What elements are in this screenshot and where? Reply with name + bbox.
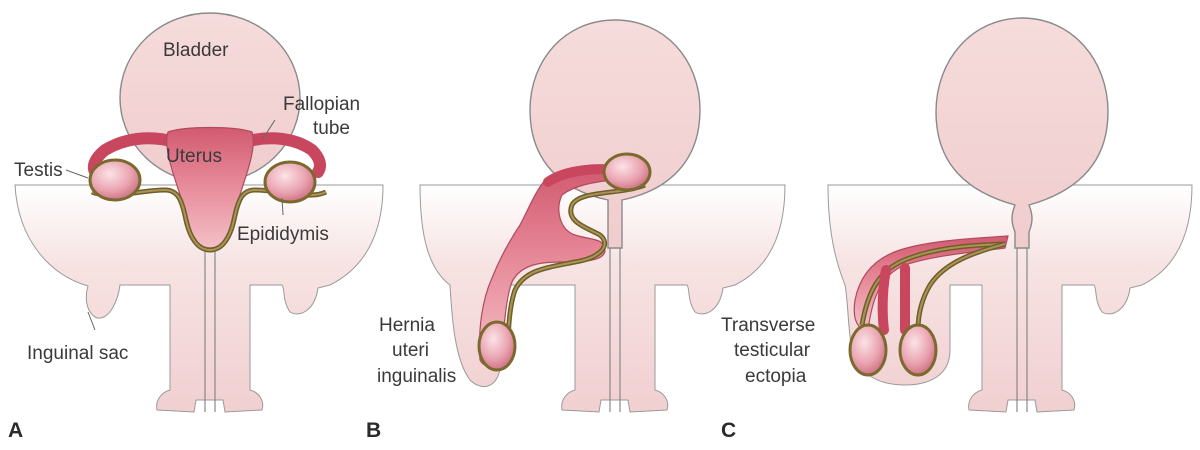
panel-c: Transverse testicular ectopia C xyxy=(721,17,1193,442)
panel-b: Hernia uteri inguinalis B xyxy=(366,19,786,442)
ectopic-organ xyxy=(853,235,1009,331)
pelvis-body xyxy=(419,184,786,413)
testis-right xyxy=(898,323,938,377)
panel-letter-c: C xyxy=(721,419,736,442)
bladder xyxy=(529,19,701,249)
panel-letter-a: A xyxy=(8,419,23,442)
testis-right xyxy=(263,160,317,204)
label-hernia-3: inguinalis xyxy=(377,366,456,387)
testis-upper xyxy=(602,152,652,192)
pelvis-body xyxy=(14,184,384,413)
urethra xyxy=(609,248,621,412)
urethra xyxy=(204,248,216,412)
panel-letter-b: B xyxy=(366,419,381,442)
label-fallopian-1: Fallopian xyxy=(283,94,360,115)
label-ectopia-2: testicular xyxy=(734,340,811,361)
label-epididymis: Epididymis xyxy=(237,224,329,245)
label-inguinal-sac: Inguinal sac xyxy=(27,343,128,364)
label-hernia-2: uteri xyxy=(392,340,429,361)
label-hernia-1: Hernia xyxy=(379,315,435,336)
label-fallopian-2: tube xyxy=(313,118,350,139)
panel-a: Bladder Fallopian tube Uterus Testis Epi… xyxy=(8,12,384,442)
urethra xyxy=(1016,248,1028,412)
label-testis: Testis xyxy=(14,160,63,181)
testis-lower xyxy=(477,320,517,372)
label-ectopia-1: Transverse xyxy=(721,315,815,336)
testis-left xyxy=(88,158,142,202)
bladder xyxy=(935,17,1109,249)
cord-left xyxy=(877,265,891,335)
fallopian-tube-left xyxy=(87,132,181,178)
fallopian-tube-right xyxy=(239,132,326,178)
label-bladder: Bladder xyxy=(163,40,229,61)
testis-left xyxy=(848,323,888,377)
label-uterus: Uterus xyxy=(166,146,222,167)
label-ectopia-3: ectopia xyxy=(745,366,807,387)
